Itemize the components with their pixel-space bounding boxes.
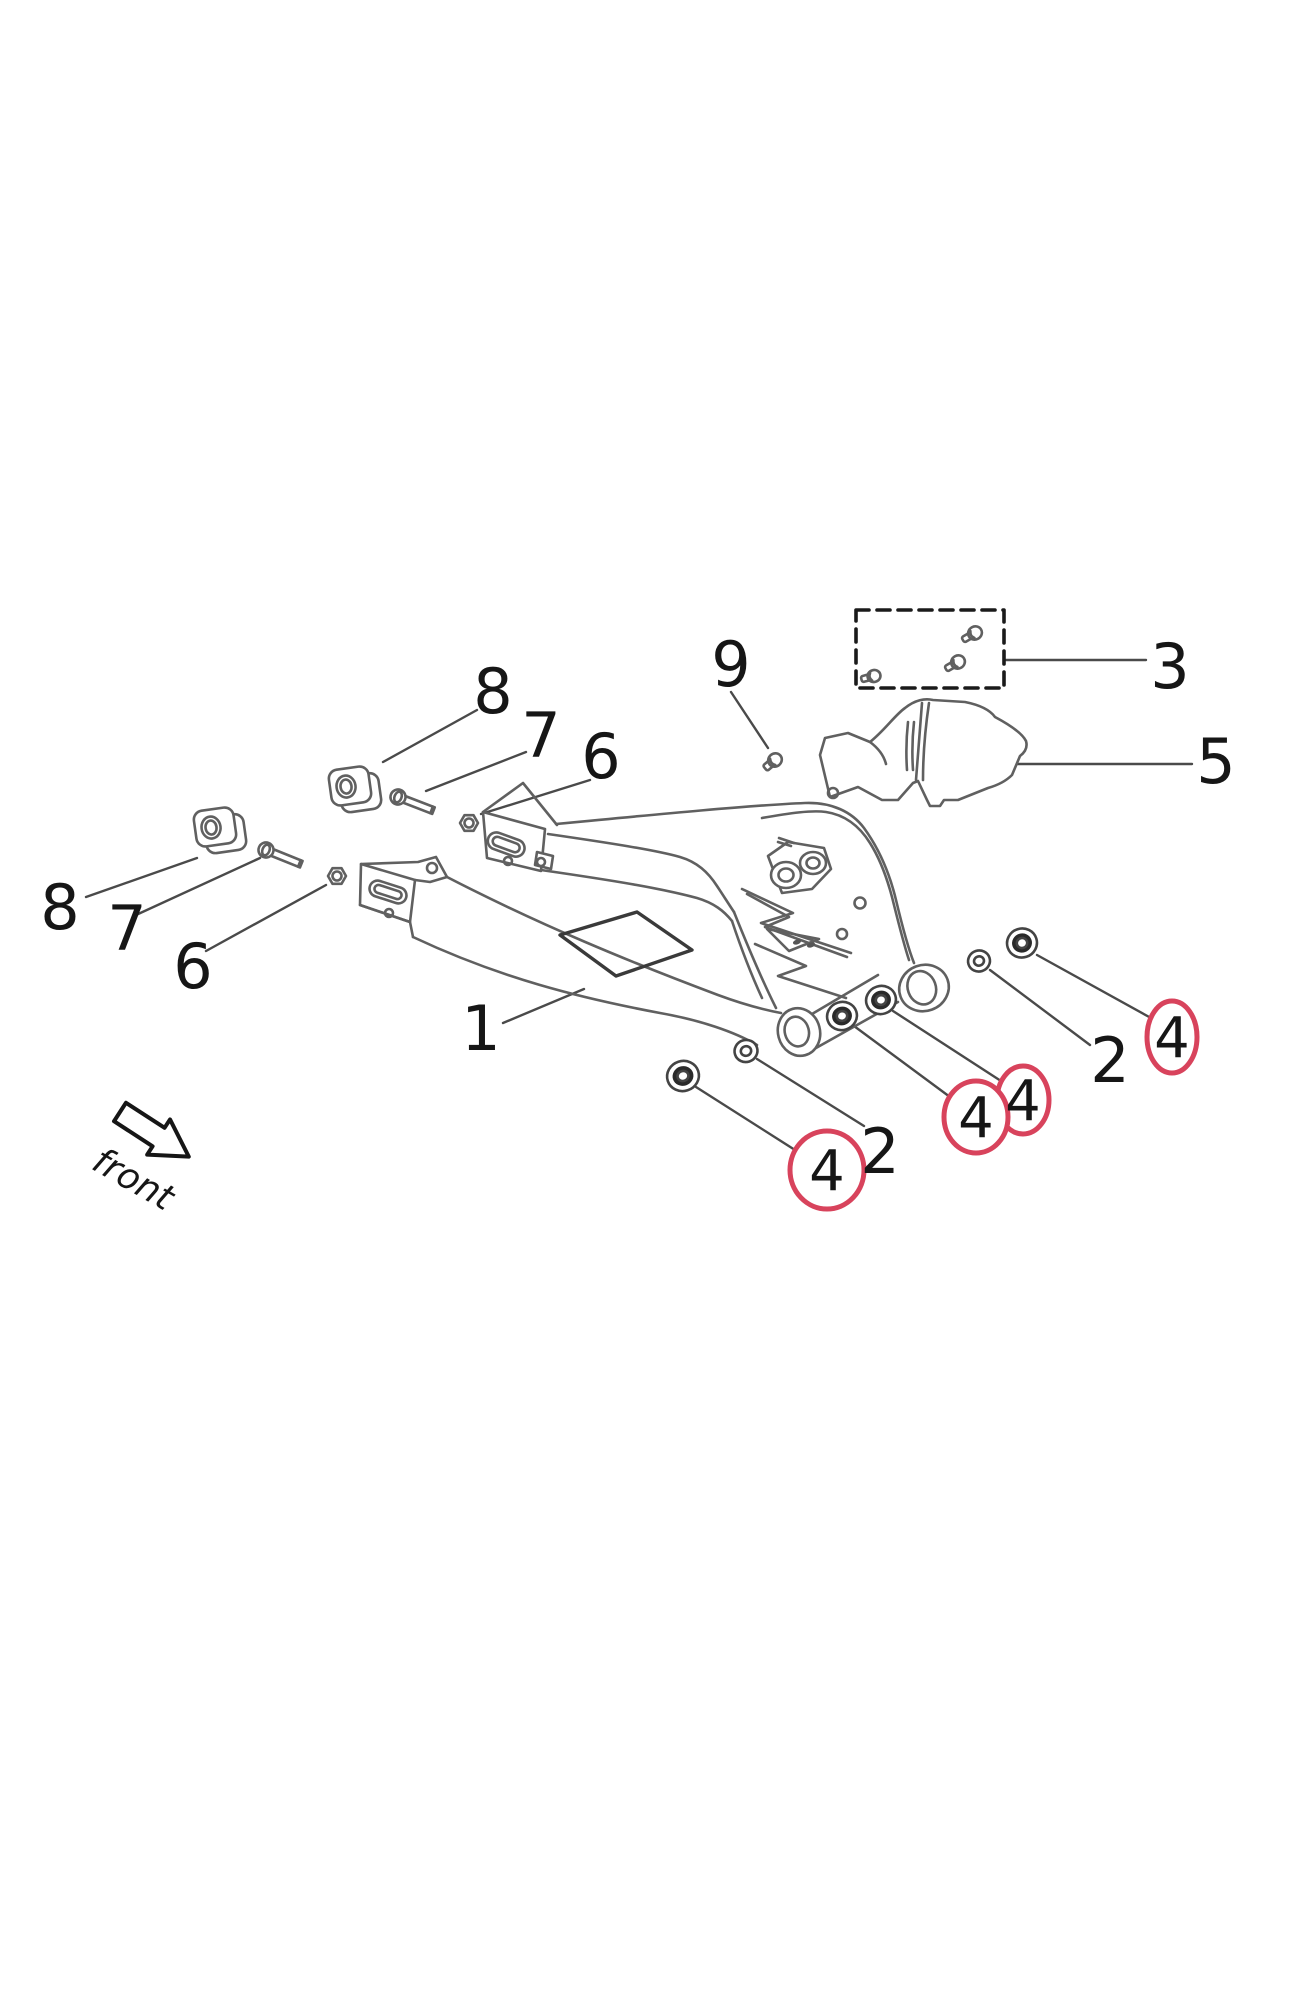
highlight-circle-4-right [1144,998,1200,1076]
part-6-nut [326,866,348,886]
part-2-washer [966,949,992,973]
callout-8-top: 8 [473,655,512,728]
callout-4-right: 4 [1154,1006,1190,1071]
callout-6-left: 6 [173,930,212,1003]
kit-screw-icon [960,625,984,644]
highlight-circle-4-bottom [787,1128,867,1212]
callout-4-bottom: 4 [809,1139,845,1204]
part-5-chain-guard [818,697,1028,808]
part-7-bolt [389,788,437,816]
front-direction-indicator: front [86,1100,191,1220]
callout-7-left: 7 [107,892,146,965]
callout-2-bottom: 2 [860,1115,899,1188]
part-9-screw [762,751,784,772]
part-8-square-nut [192,806,248,855]
part-4-bearing [665,1059,701,1093]
part-3-screw-kit-box [854,608,1006,690]
part-2-washer [733,1038,759,1064]
callout-9: 9 [711,628,750,701]
leader-lines [84,658,1194,1152]
front-arrow-icon [112,1100,191,1159]
part-1-swingarm [358,781,951,1058]
part-6-nut [458,813,480,833]
callout-4-middle-right: 4 [1005,1069,1041,1134]
part-7-bolt [257,841,304,869]
part-4-bearing [1005,927,1039,959]
part-8-square-nut [327,765,383,814]
part-4-bearing [825,1000,859,1032]
part-4-bearing [864,984,898,1016]
highlight-circle-4-middle-left [941,1078,1011,1156]
callout-7-top: 7 [521,699,560,772]
callout-1: 1 [461,992,500,1065]
kit-screw-icon [859,668,882,684]
callout-4-middle-left: 4 [958,1086,994,1151]
callout-8-left: 8 [40,871,79,944]
callout-6-top: 6 [581,720,620,793]
callout-5: 5 [1196,725,1235,798]
callout-2-right: 2 [1090,1024,1129,1097]
callout-3: 3 [1150,630,1189,703]
kit-screw-icon [943,654,967,673]
